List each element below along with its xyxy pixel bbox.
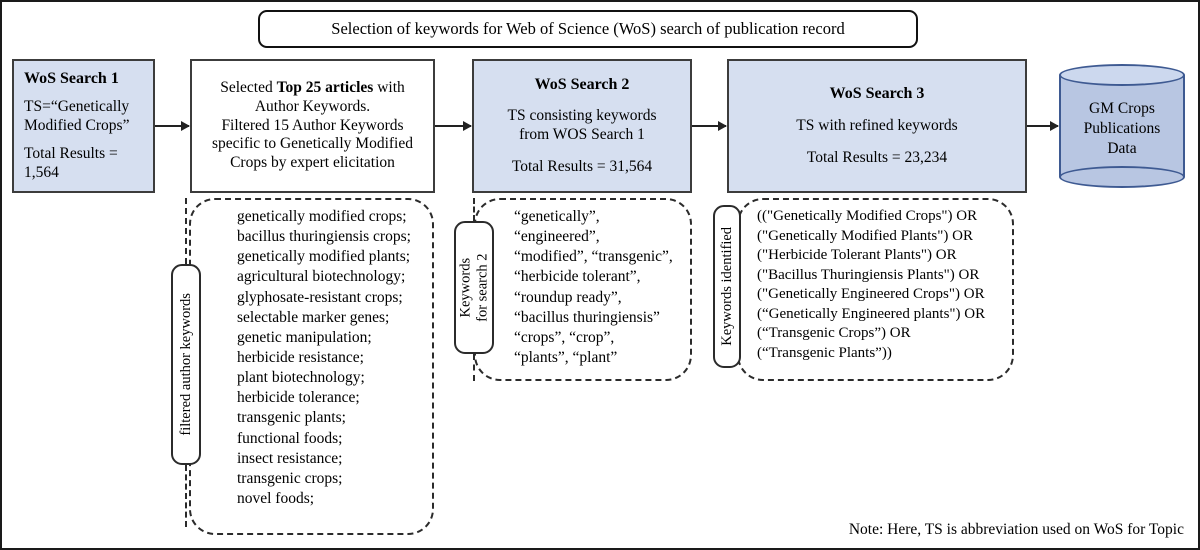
wos-search-3-results: Total Results = 23,234 (806, 148, 948, 166)
filtered-author-keywords-label-text: filtered author keywords (177, 293, 194, 436)
search2-keywords-panel: “genetically”, “engineered”, “modified”,… (474, 198, 692, 381)
author-keywords-list: genetically modified crops; bacillus thu… (237, 207, 424, 509)
cylinder-top-ellipse (1059, 64, 1185, 86)
list-item: selectable marker genes; (237, 308, 390, 326)
list-item: “bacillus thuringiensis” (514, 308, 660, 326)
wos-search-1-box: WoS Search 1 TS=“Genetically Modified Cr… (12, 59, 155, 193)
wos-search-1-results-label: Total Results = (24, 144, 118, 162)
list-item: “genetically”, (514, 208, 600, 225)
list-item: “roundup ready”, (514, 288, 622, 306)
list-item: ("Herbicide Tolerant Plants") OR (757, 247, 957, 263)
database-label-line2: Publications (1083, 120, 1161, 138)
article-filtering-box: Selected Top 25 articles with Author Key… (190, 59, 435, 193)
list-item: (“Genetically Engineered plants") OR (757, 305, 986, 322)
list-item: herbicide resistance; (237, 348, 364, 366)
search2-keywords-list: “genetically”, “engineered”, “modified”,… (514, 207, 682, 368)
wos-search-2-results: Total Results = 31,564 (511, 158, 653, 176)
filtering-line-1-emphasis: Top 25 articles (276, 78, 374, 96)
list-item: transgenic crops; (237, 469, 343, 487)
list-item: herbicide tolerance; (237, 389, 360, 407)
filtering-line-3: Filtered 15 Author Keywords (221, 116, 404, 134)
wos-search-1-results-value: 1,564 (24, 163, 59, 181)
arrow-filtering-to-search2 (435, 121, 472, 131)
database-label: GM Crops Publications Data (1059, 90, 1185, 168)
keywords-for-search2-label: Keywords for search 2 (454, 221, 494, 354)
filtering-line-5: Crops by expert elicitation (230, 154, 395, 172)
list-item: bacillus thuringiensis crops; (237, 228, 411, 246)
list-item: “plants”, “plant” (514, 348, 618, 366)
identified-keywords-list: (("Genetically Modified Crops") OR ("Gen… (757, 207, 1004, 363)
wos-search-3-box: WoS Search 3 TS with refined keywords To… (727, 59, 1027, 193)
title-banner-text: Selection of keywords for Web of Science… (331, 19, 845, 38)
dashed-connector-mid-bottom (473, 354, 475, 381)
list-item: ("Genetically Engineered Crops") OR (757, 286, 985, 302)
list-item: genetically modified plants; (237, 248, 411, 266)
list-item: (“Transgenic Plants”)) (757, 344, 892, 361)
wos-search-2-query-line1: TS consisting keywords (507, 107, 657, 125)
title-banner: Selection of keywords for Web of Science… (258, 10, 918, 48)
list-item: (("Genetically Modified Crops") OR (757, 208, 978, 224)
list-item: ("Bacillus Thuringiensis Plants") OR (757, 266, 980, 283)
list-item: genetically modified crops; (237, 208, 407, 225)
wos-search-1-query-line1: TS=“Genetically (24, 97, 130, 115)
keywords-for-search2-label-text: Keywords for search 2 (457, 253, 490, 321)
arrow-search1-to-filtering (155, 121, 190, 131)
list-item: transgenic plants; (237, 409, 346, 427)
filtering-line-4: specific to Genetically Modified (211, 135, 413, 153)
list-item: glyphosate-resistant crops; (237, 288, 403, 306)
filtering-line-2: Author Keywords. (254, 97, 371, 115)
wos-search-2-box: WoS Search 2 TS consisting keywords from… (472, 59, 692, 193)
dashed-connector-left-top (185, 198, 187, 264)
cylinder-bottom-ellipse (1059, 166, 1185, 188)
dashed-connector-left-bottom (185, 465, 187, 527)
list-item: insect resistance; (237, 449, 343, 467)
database-label-line3: Data (1107, 139, 1137, 157)
list-item: “modified”, “transgenic”, (514, 248, 673, 266)
footer-note: Note: Here, TS is abbreviation used on W… (848, 521, 1184, 538)
author-keywords-panel: genetically modified crops; bacillus thu… (189, 198, 434, 535)
wos-search-3-header: WoS Search 3 (829, 85, 925, 103)
wos-search-2-query-line2: from WOS Search 1 (519, 126, 645, 144)
database-label-line1: GM Crops (1089, 100, 1155, 118)
list-item: novel foods; (237, 489, 315, 507)
keywords-for-search2-label-line1: Keywords (457, 257, 474, 318)
list-item: ("Genetically Modified Plants") OR (757, 227, 973, 244)
identified-keywords-panel: (("Genetically Modified Crops") OR ("Gen… (737, 198, 1014, 381)
filtering-line-1-suffix: with (373, 78, 405, 96)
wos-search-1-header: WoS Search 1 (24, 70, 119, 88)
cylinder-body (1059, 75, 1185, 177)
keywords-identified-label: Keywords identified (713, 205, 741, 368)
wos-search-2-header: WoS Search 2 (534, 75, 630, 93)
dashed-connector-mid-top (473, 198, 475, 221)
list-item: genetic manipulation; (237, 328, 372, 346)
arrow-search2-to-search3 (692, 121, 727, 131)
wos-search-1-query-line2: Modified Crops” (24, 116, 130, 134)
list-item: “crops”, “crop”, (514, 328, 615, 346)
database-cylinder: GM Crops Publications Data (1059, 64, 1185, 188)
filtering-line-1-prefix: Selected (220, 78, 277, 96)
arrow-search3-to-database (1027, 121, 1059, 131)
keywords-identified-label-text: Keywords identified (718, 227, 735, 346)
list-item: plant biotechnology; (237, 369, 365, 387)
keywords-for-search2-label-line2: for search 2 (474, 253, 490, 322)
list-item: (“Transgenic Crops”) OR (757, 325, 911, 341)
list-item: functional foods; (237, 429, 343, 447)
list-item: “engineered”, (514, 228, 600, 246)
filtering-line-1: Selected Top 25 articles with (220, 79, 405, 98)
wos-search-3-query: TS with refined keywords (796, 116, 958, 134)
list-item: agricultural biotechnology; (237, 268, 406, 286)
filtered-author-keywords-label: filtered author keywords (171, 264, 201, 465)
list-item: “herbicide tolerant”, (514, 268, 641, 286)
